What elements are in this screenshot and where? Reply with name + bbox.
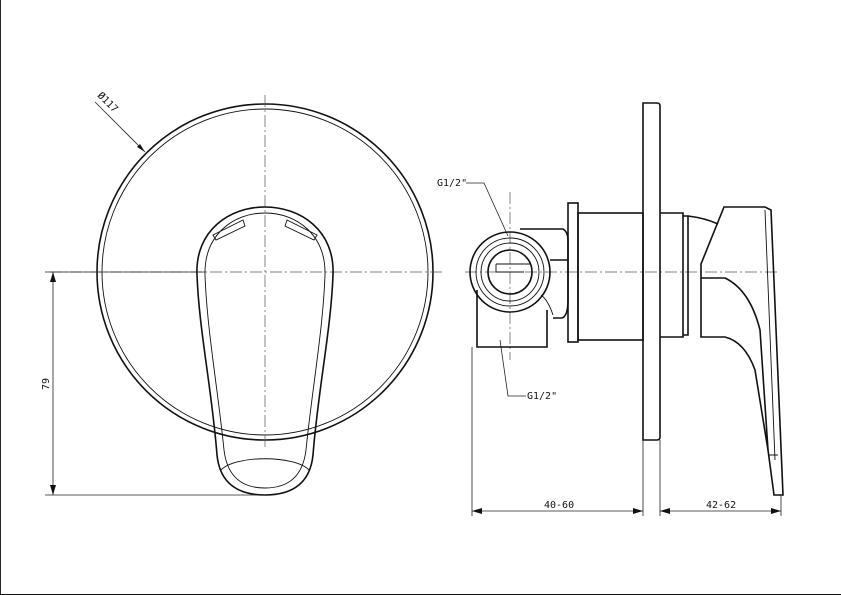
- sleeve-curve: [687, 215, 719, 225]
- side-view: G1/2" G1/2" 40-60 42-62: [437, 102, 784, 516]
- diameter-label: Ø117: [95, 90, 121, 116]
- handle-top-slots: [212, 219, 318, 241]
- lever-side-edge: [764, 209, 778, 461]
- bottom-inlet-leader: [499, 339, 526, 397]
- cartridge-sleeve: [660, 212, 689, 338]
- projection-label: 42-62: [706, 500, 736, 511]
- inlet-ring-2: [475, 237, 545, 307]
- lever-handle-inner: [204, 212, 326, 489]
- depth-label: 40-60: [544, 500, 574, 511]
- height-label: 79: [41, 378, 52, 390]
- diameter-leader: [94, 101, 146, 153]
- mounting-flange: [567, 202, 579, 343]
- inlet-neck: [540, 294, 554, 316]
- handle-tip-line: [220, 458, 310, 471]
- wall-cover-plate: [642, 102, 661, 441]
- valve-body: [577, 212, 644, 341]
- top-inlet-label: G1/2": [437, 178, 467, 189]
- lever-side-lower: [700, 278, 769, 451]
- top-inlet-leader: [466, 182, 509, 237]
- diameter-arrow: [137, 144, 145, 152]
- inlet-outer-ring: [469, 231, 551, 313]
- inlet-ring-3: [480, 242, 540, 302]
- inlet-bore: [487, 249, 533, 295]
- front-view: Ø117 79: [41, 90, 445, 496]
- inlet-housing: [476, 228, 569, 348]
- lever-side-top: [700, 206, 784, 496]
- bottom-inlet-label: G1/2": [527, 391, 557, 402]
- inlet-bore-detail: [495, 263, 530, 273]
